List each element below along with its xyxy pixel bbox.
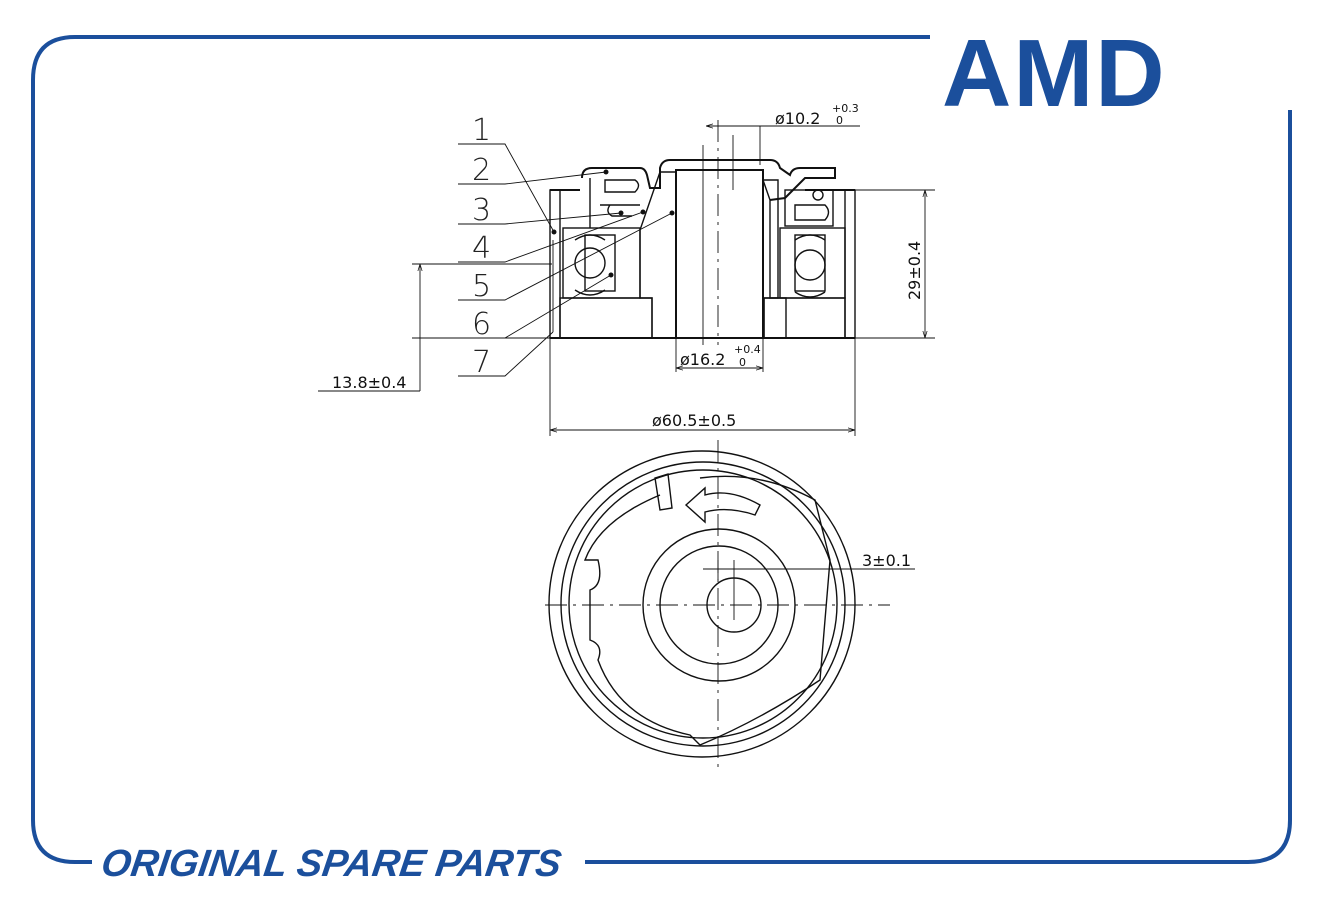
svg-text:2: 2: [472, 153, 491, 188]
section-view: [549, 120, 856, 345]
svg-text:ø10.2: ø10.2: [775, 109, 820, 128]
svg-text:3±0.1: 3±0.1: [862, 551, 911, 570]
svg-text:1: 1: [472, 113, 491, 148]
svg-text:6: 6: [472, 307, 491, 342]
front-view: [545, 440, 890, 772]
svg-text:+0.4: +0.4: [734, 343, 761, 356]
svg-text:7: 7: [472, 345, 491, 380]
amd-logo: AMD: [942, 20, 1167, 127]
frame-border: [31, 35, 1292, 864]
svg-text:+0.3: +0.3: [832, 102, 859, 115]
svg-text:ø16.2: ø16.2: [680, 350, 725, 369]
svg-text:3: 3: [472, 193, 491, 228]
svg-text:5: 5: [472, 269, 491, 304]
rotation-arrow-icon: [684, 486, 761, 524]
svg-text:0: 0: [739, 356, 746, 369]
svg-text:13.8±0.4: 13.8±0.4: [332, 373, 406, 392]
svg-text:29±0.4: 29±0.4: [905, 241, 924, 300]
footer-text: ORIGINAL SPARE PARTS: [99, 842, 565, 885]
svg-text:ø60.5±0.5: ø60.5±0.5: [652, 411, 736, 430]
svg-text:4: 4: [472, 231, 491, 266]
svg-text:AMD: AMD: [942, 20, 1167, 127]
dimensions: ø10.2 +0.3 0 29±0.4 13.8±0.4 ø16.2 +0.4 …: [318, 102, 935, 620]
svg-text:0: 0: [836, 114, 843, 127]
